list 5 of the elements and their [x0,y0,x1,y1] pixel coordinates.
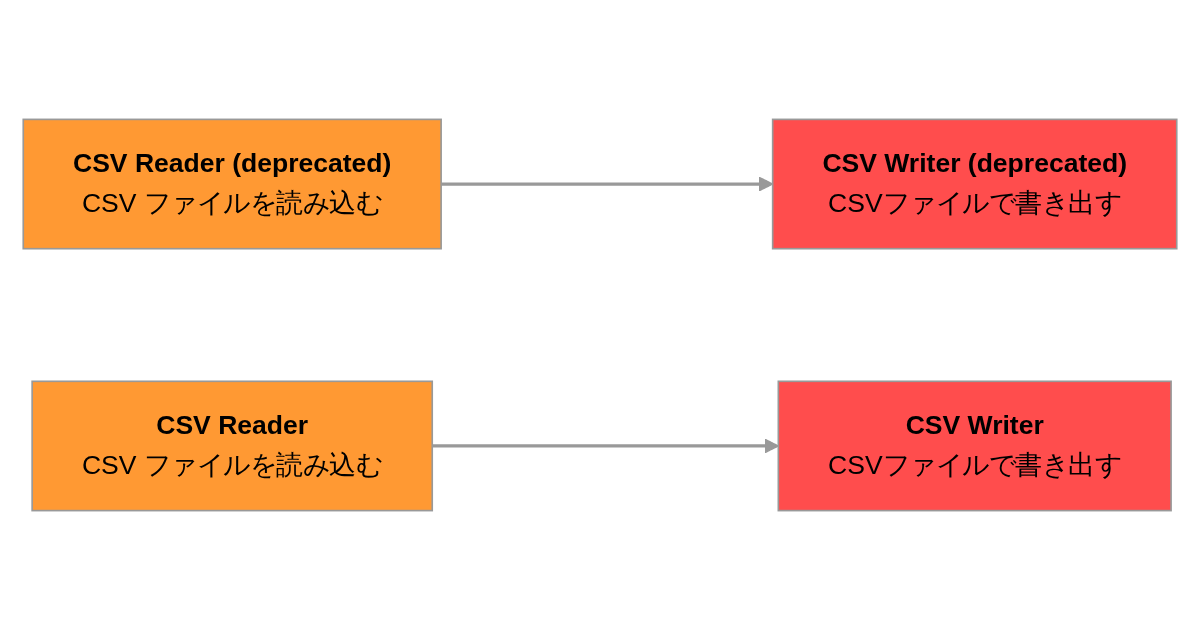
arrow [432,438,779,454]
node-box: CSV Writer CSVファイルで書き出す [777,380,1172,512]
node-box: CSV Reader (deprecated) CSV ファイルを読み込む [22,118,442,250]
node-box: CSV Reader CSV ファイルを読み込む [31,380,434,512]
node-box: CSV Writer (deprecated) CSVファイルで書き出す [771,118,1178,250]
